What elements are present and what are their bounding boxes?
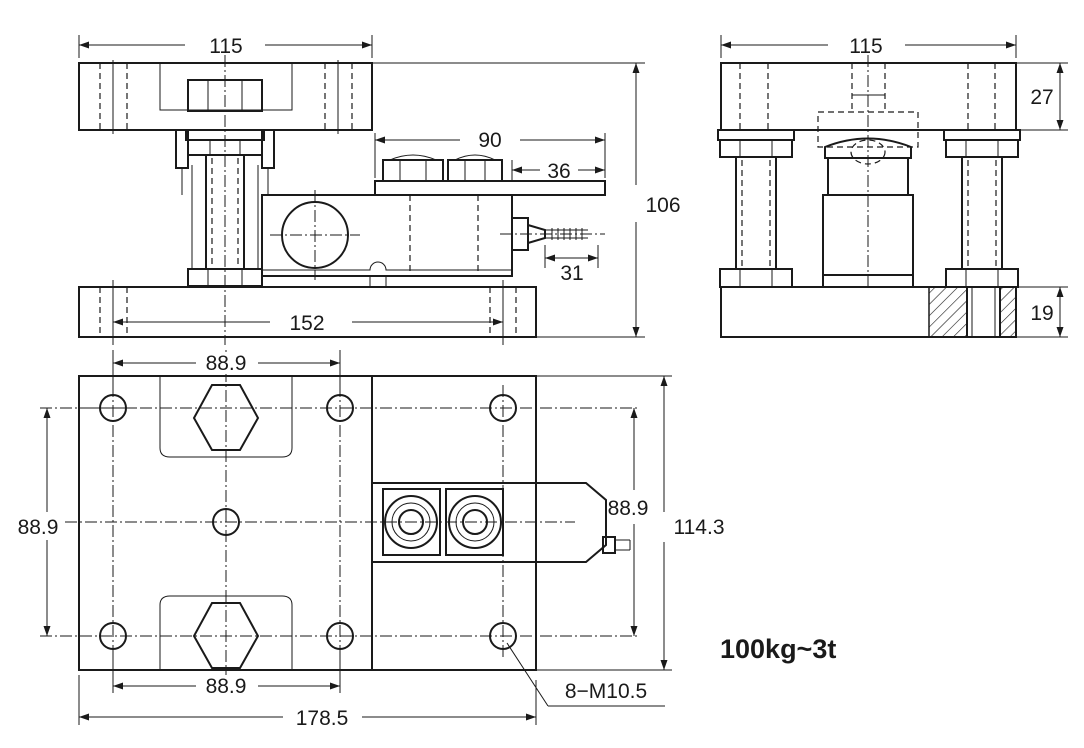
side-view: 115 27 19 xyxy=(717,35,1068,338)
plan-cable-gland xyxy=(602,536,616,554)
dim-plan-top-spacing: 88.9 xyxy=(206,352,247,375)
front-view: 115 106 90 36 31 152 xyxy=(78,35,681,345)
front-cell-bolt-1 xyxy=(382,159,444,182)
plan-top-hex xyxy=(192,384,260,451)
side-nut-left-bottom xyxy=(719,268,793,288)
plan-base-plate xyxy=(78,375,537,671)
side-nut-right-bottom xyxy=(945,268,1019,288)
side-nut-right-top xyxy=(945,139,1019,158)
side-base-section-left xyxy=(928,286,968,338)
side-load-cup xyxy=(817,111,919,148)
side-base-section-right xyxy=(999,286,1017,338)
dim-side-top-thickness: 27 xyxy=(1030,86,1053,109)
side-ball-seat xyxy=(824,137,912,159)
dim-side-width: 115 xyxy=(849,35,882,58)
dim-front-height: 106 xyxy=(645,194,680,217)
side-nut-left-top xyxy=(719,139,793,158)
front-cell-plate xyxy=(374,180,606,196)
front-top-nut xyxy=(187,79,263,112)
side-washer-left xyxy=(717,129,795,141)
plan-load-cell xyxy=(371,482,607,563)
hole-callout-leader xyxy=(506,642,549,707)
front-cell-bolt-2 xyxy=(447,159,503,182)
plan-bottom-hex xyxy=(192,602,260,669)
front-base-plate xyxy=(78,286,537,338)
dim-plan-bottom-spacing: 88.9 xyxy=(206,675,247,698)
dim-front-width: 115 xyxy=(209,35,242,58)
dim-plan-left-spacing: 88.9 xyxy=(18,516,59,539)
capacity-label: 100kg~3t xyxy=(720,634,836,664)
dim-front-base-length: 152 xyxy=(289,312,324,335)
front-top-plate-recess xyxy=(159,63,293,111)
plan-view: 88.9 88.9 88.9 88.9 114.3 178.5 8−M10.5 xyxy=(18,350,725,730)
hole-callout-label: 8−M10.5 xyxy=(565,680,647,703)
dim-cell-length: 90 xyxy=(478,129,501,152)
dim-plan-overall-height: 114.3 xyxy=(674,516,725,539)
dim-plan-overall-width: 178.5 xyxy=(296,707,349,730)
dim-side-base-thickness: 19 xyxy=(1030,302,1053,325)
dim-plan-right-spacing: 88.9 xyxy=(608,497,649,520)
dim-cable-length: 31 xyxy=(560,262,583,285)
side-washer-right xyxy=(943,129,1021,141)
front-cable-gland xyxy=(511,217,529,251)
dim-cell-offset: 36 xyxy=(547,160,570,183)
